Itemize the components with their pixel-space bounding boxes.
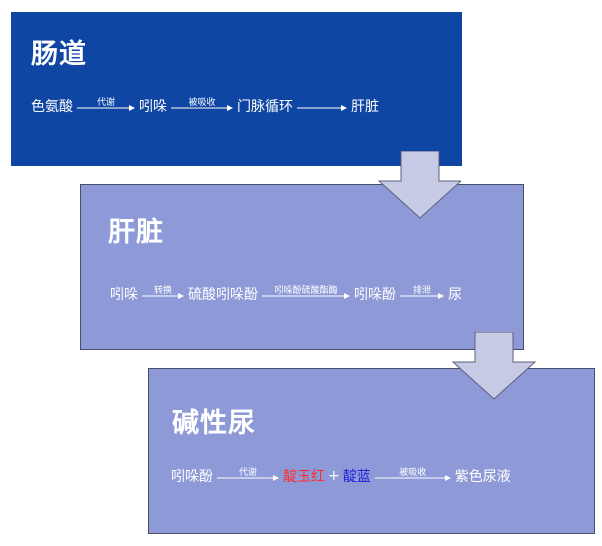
down-arrow-connector: [451, 332, 536, 400]
arrow-icon: [217, 475, 279, 481]
flow-node-liver: 肝脏: [351, 99, 379, 115]
arrow-icon: [142, 293, 184, 299]
arrow-label: 被吸收: [188, 98, 216, 108]
flow-row: 吲哚 转换 硫酸吲哚酚 吲哚酚硫酸酯酶 吲哚酚 排泄 尿: [110, 282, 462, 306]
flow-node-indole: 吲哚: [110, 287, 138, 303]
flow-node-portal-circulation: 门脉循环: [237, 99, 293, 115]
flow-arrow: 吲哚酚硫酸酯酶: [262, 282, 350, 306]
flow-node-indoxyl: 吲哚酚: [354, 287, 396, 303]
flow-node-purple-urine: 紫色尿液: [454, 469, 511, 485]
flow-node-indoxyl-sulfate: 硫酸吲哚酚: [188, 287, 258, 303]
arrow-icon: [297, 105, 347, 111]
arrow-label: 吲哚酚硫酸酯酶: [274, 286, 338, 296]
flow-node-indirubin: 靛玉红: [283, 469, 325, 485]
flow-arrow: [297, 94, 347, 118]
stage-panel-intestine: 肠道 色氨酸 代谢 吲哚 被吸收 门脉循环 肝脏: [11, 12, 462, 166]
stage-panel-liver: 肝脏 吲哚 转换 硫酸吲哚酚 吲哚酚硫酸酯酶 吲哚酚 排泄 尿: [80, 184, 524, 350]
plus-sign: +: [328, 468, 340, 484]
arrow-icon: [400, 293, 444, 299]
flow-arrow: 排泄: [400, 282, 444, 306]
flow-arrow: 代谢: [217, 464, 279, 488]
arrow-label: 被吸收: [399, 468, 427, 478]
arrow-icon: [77, 105, 135, 111]
stage-panel-alkaline-urine: 碱性尿 吲哚酚 代谢 靛玉红 + 靛蓝 被吸收 紫色尿液: [148, 368, 595, 534]
flow-node-indigo: 靛蓝: [342, 469, 371, 485]
flow-row: 色氨酸 代谢 吲哚 被吸收 门脉循环 肝脏: [31, 94, 379, 118]
arrow-icon: [262, 293, 350, 299]
arrow-icon: [171, 105, 233, 111]
flow-arrow: 被吸收: [374, 464, 451, 488]
flow-row: 吲哚酚 代谢 靛玉红 + 靛蓝 被吸收 紫色尿液: [171, 464, 511, 488]
flow-node-indole: 吲哚: [139, 99, 167, 115]
flow-arrow: 转换: [142, 282, 184, 306]
down-arrow-connector: [377, 151, 461, 219]
flow-node-indoxyl: 吲哚酚: [171, 469, 213, 485]
flow-node-tryptophan: 色氨酸: [31, 99, 73, 115]
flow-arrow: 代谢: [77, 94, 135, 118]
flow-arrow: 被吸收: [171, 94, 233, 118]
arrow-label: 排泄: [412, 286, 431, 296]
arrow-icon: [374, 475, 451, 481]
panel-title: 肠道: [31, 39, 87, 70]
panel-title: 肝脏: [108, 217, 164, 248]
panel-title: 碱性尿: [172, 408, 256, 439]
flow-node-urine: 尿: [448, 287, 462, 303]
arrow-label: 转换: [153, 286, 172, 296]
arrow-label: 代谢: [238, 468, 257, 478]
arrow-label: 代谢: [96, 98, 115, 108]
